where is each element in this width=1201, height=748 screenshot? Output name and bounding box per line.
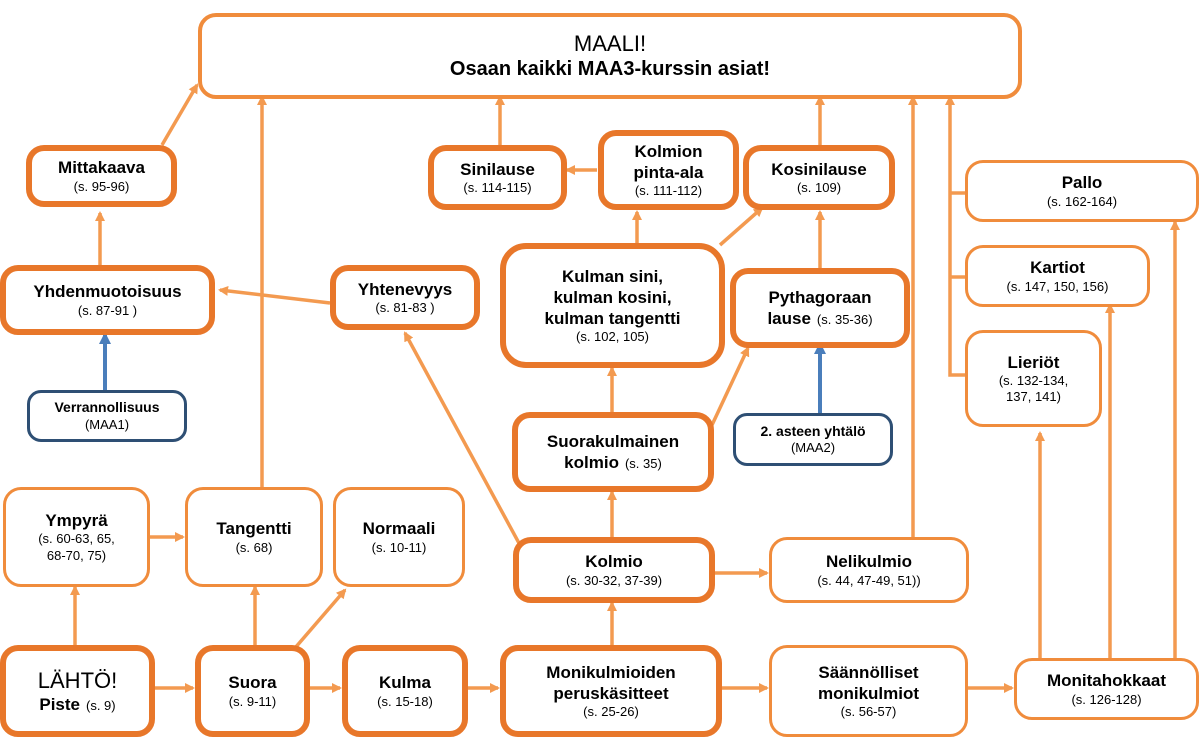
node-pages: (s. 162-164)	[1046, 193, 1118, 209]
node-pages: (s. 9)	[86, 698, 116, 714]
node-pages: (s. 25-26)	[583, 704, 639, 720]
node-title: Pallo	[1061, 173, 1103, 193]
node-suora: Suora (s. 9-11)	[195, 645, 310, 737]
node-pages: (s. 60-63, 65,	[38, 531, 115, 547]
node-pages: (s. 10-11)	[371, 539, 427, 555]
node-pages: (s. 30-32, 37-39)	[565, 572, 663, 588]
node-title: peruskäsitteet	[553, 683, 669, 703]
node-pages: (MAA1)	[84, 416, 130, 432]
node-title: Kolmio	[585, 552, 643, 572]
node-pages: (s. 44, 47-49, 51))	[817, 572, 921, 588]
node-kosinilause: Kosinilause (s. 109)	[743, 145, 895, 210]
arrow-kolmio-yhtenevyys	[403, 331, 522, 546]
node-monitahokkaat: Monitahokkaat (s. 126-128)	[1014, 658, 1199, 720]
arrow-suora-normaali	[293, 588, 347, 650]
node-title: Monitahokkaat	[1046, 671, 1167, 691]
node-pages: (s. 109)	[796, 180, 842, 195]
node-title: Lieriöt	[1007, 352, 1060, 372]
node-title: Tangentti	[216, 519, 292, 539]
node-pages: (MAA2)	[790, 440, 836, 456]
arrow-yhtenevyys-yhdenmuotoisuus	[218, 285, 331, 305]
node-title: Suora	[228, 673, 277, 693]
node-pages: (s. 68)	[235, 539, 273, 555]
node-pages: (s. 81-83 )	[375, 300, 435, 315]
arrow-solids-goal	[945, 95, 965, 377]
node-title: Kulma	[379, 673, 431, 693]
node-ympyra: Ympyrä (s. 60-63, 65, 68-70, 75)	[3, 487, 150, 587]
node-pages: 137, 141)	[1006, 389, 1061, 405]
node-tangentti: Tangentti (s. 68)	[185, 487, 323, 587]
node-mittakaava: Mittakaava (s. 95-96)	[26, 145, 177, 207]
node-pages: (s. 102, 105)	[576, 329, 649, 345]
node-monikulmioiden: Monikulmioiden peruskäsitteet (s. 25-26)	[500, 645, 722, 737]
node-pages: (s. 35)	[624, 456, 662, 471]
arrow-kulmansini-kosinilause	[718, 206, 764, 247]
node-kulma: Kulma (s. 15-18)	[342, 645, 468, 737]
node-kartiot: Kartiot (s. 147, 150, 156)	[965, 245, 1150, 307]
node-pages: (s. 95-96)	[73, 178, 130, 194]
node-pallo: Pallo (s. 162-164)	[965, 160, 1199, 222]
node-verrannollisuus: Verrannollisuus (MAA1)	[27, 390, 187, 442]
node-title: Nelikulmio	[826, 552, 912, 572]
node-title: Suorakulmainen	[546, 431, 680, 451]
goal-subtitle: Osaan kaikki MAA3-kurssin asiat!	[449, 58, 771, 81]
node-line: kulman tangentti	[544, 309, 681, 328]
node-kolmion-pinta-ala: Kolmion pinta-ala (s. 111-112)	[598, 130, 739, 210]
node-subtitle: Piste	[39, 695, 80, 715]
node-yhdenmuotoisuus: Yhdenmuotoisuus (s. 87-91 )	[0, 265, 215, 335]
node-pages: (s. 126-128)	[1071, 691, 1142, 707]
node-title: Kolmion	[634, 141, 703, 161]
node-pages: (s. 9-11)	[228, 693, 277, 709]
node-title: Kosinilause	[771, 159, 867, 179]
arrow-mittakaava-goal	[160, 83, 199, 146]
node-title: Monikulmioiden	[546, 662, 676, 682]
node-pythagoras: Pythagoraan lause (s. 35-36)	[730, 268, 910, 348]
goal-box: MAALI! Osaan kaikki MAA3-kurssin asiat!	[198, 13, 1022, 99]
node-toisen-asteen: 2. asteen yhtälö (MAA2)	[733, 413, 893, 466]
node-title: Yhdenmuotoisuus	[33, 282, 182, 302]
node-title: Yhtenevyys	[357, 279, 453, 299]
node-title: monikulmiot	[817, 683, 920, 703]
node-nelikulmio: Nelikulmio (s. 44, 47-49, 51))	[769, 537, 969, 603]
node-pages: (s. 56-57)	[840, 704, 897, 720]
node-kulman-sini: Kulman sini, kulman kosini, kulman tange…	[500, 243, 725, 368]
node-kolmio: Kolmio (s. 30-32, 37-39)	[513, 537, 715, 603]
node-title: Pythagoraan	[768, 287, 872, 307]
node-pages: 68-70, 75)	[46, 547, 107, 563]
node-pages: (s. 147, 150, 156)	[1006, 278, 1109, 294]
node-lahto: LÄHTÖ! Piste (s. 9)	[0, 645, 155, 737]
arrow-suorakulmainen-pythagoras	[710, 346, 750, 426]
node-title: 2. asteen yhtälö	[760, 422, 866, 439]
node-title: pinta-ala	[633, 162, 704, 182]
node-title: Verrannollisuus	[54, 399, 160, 416]
node-title: Kartiot	[1030, 258, 1085, 278]
node-lieriot: Lieriöt (s. 132-134, 137, 141)	[965, 330, 1102, 427]
node-pages: (s. 111-112)	[634, 183, 703, 199]
node-sinilause: Sinilause (s. 114-115)	[428, 145, 567, 210]
node-pages: (s. 87-91 )	[77, 302, 138, 318]
node-suorakulmainen: Suorakulmainen kolmio (s. 35)	[512, 412, 714, 492]
node-title: lause	[767, 309, 811, 328]
node-line: Kulman sini,	[561, 266, 664, 286]
node-normaali: Normaali (s. 10-11)	[333, 487, 465, 587]
node-saannolliset: Säännölliset monikulmiot (s. 56-57)	[769, 645, 968, 737]
node-pages: (s. 114-115)	[463, 180, 532, 195]
node-pages: (s. 132-134,	[998, 372, 1069, 388]
node-title: kolmio	[564, 453, 619, 472]
node-title: Säännölliset	[818, 662, 919, 682]
goal-title: MAALI!	[573, 30, 647, 56]
node-title: Mittakaava	[58, 158, 145, 178]
node-pages: (s. 35-36)	[816, 312, 873, 327]
node-title: Normaali	[362, 519, 436, 539]
node-title: Ympyrä	[45, 511, 108, 531]
node-yhtenevyys: Yhtenevyys (s. 81-83 )	[330, 265, 480, 330]
start-title: LÄHTÖ!	[37, 667, 118, 693]
node-title: Sinilause	[460, 159, 535, 179]
node-pages: (s. 15-18)	[377, 693, 433, 709]
node-line: kulman kosini,	[553, 287, 672, 307]
